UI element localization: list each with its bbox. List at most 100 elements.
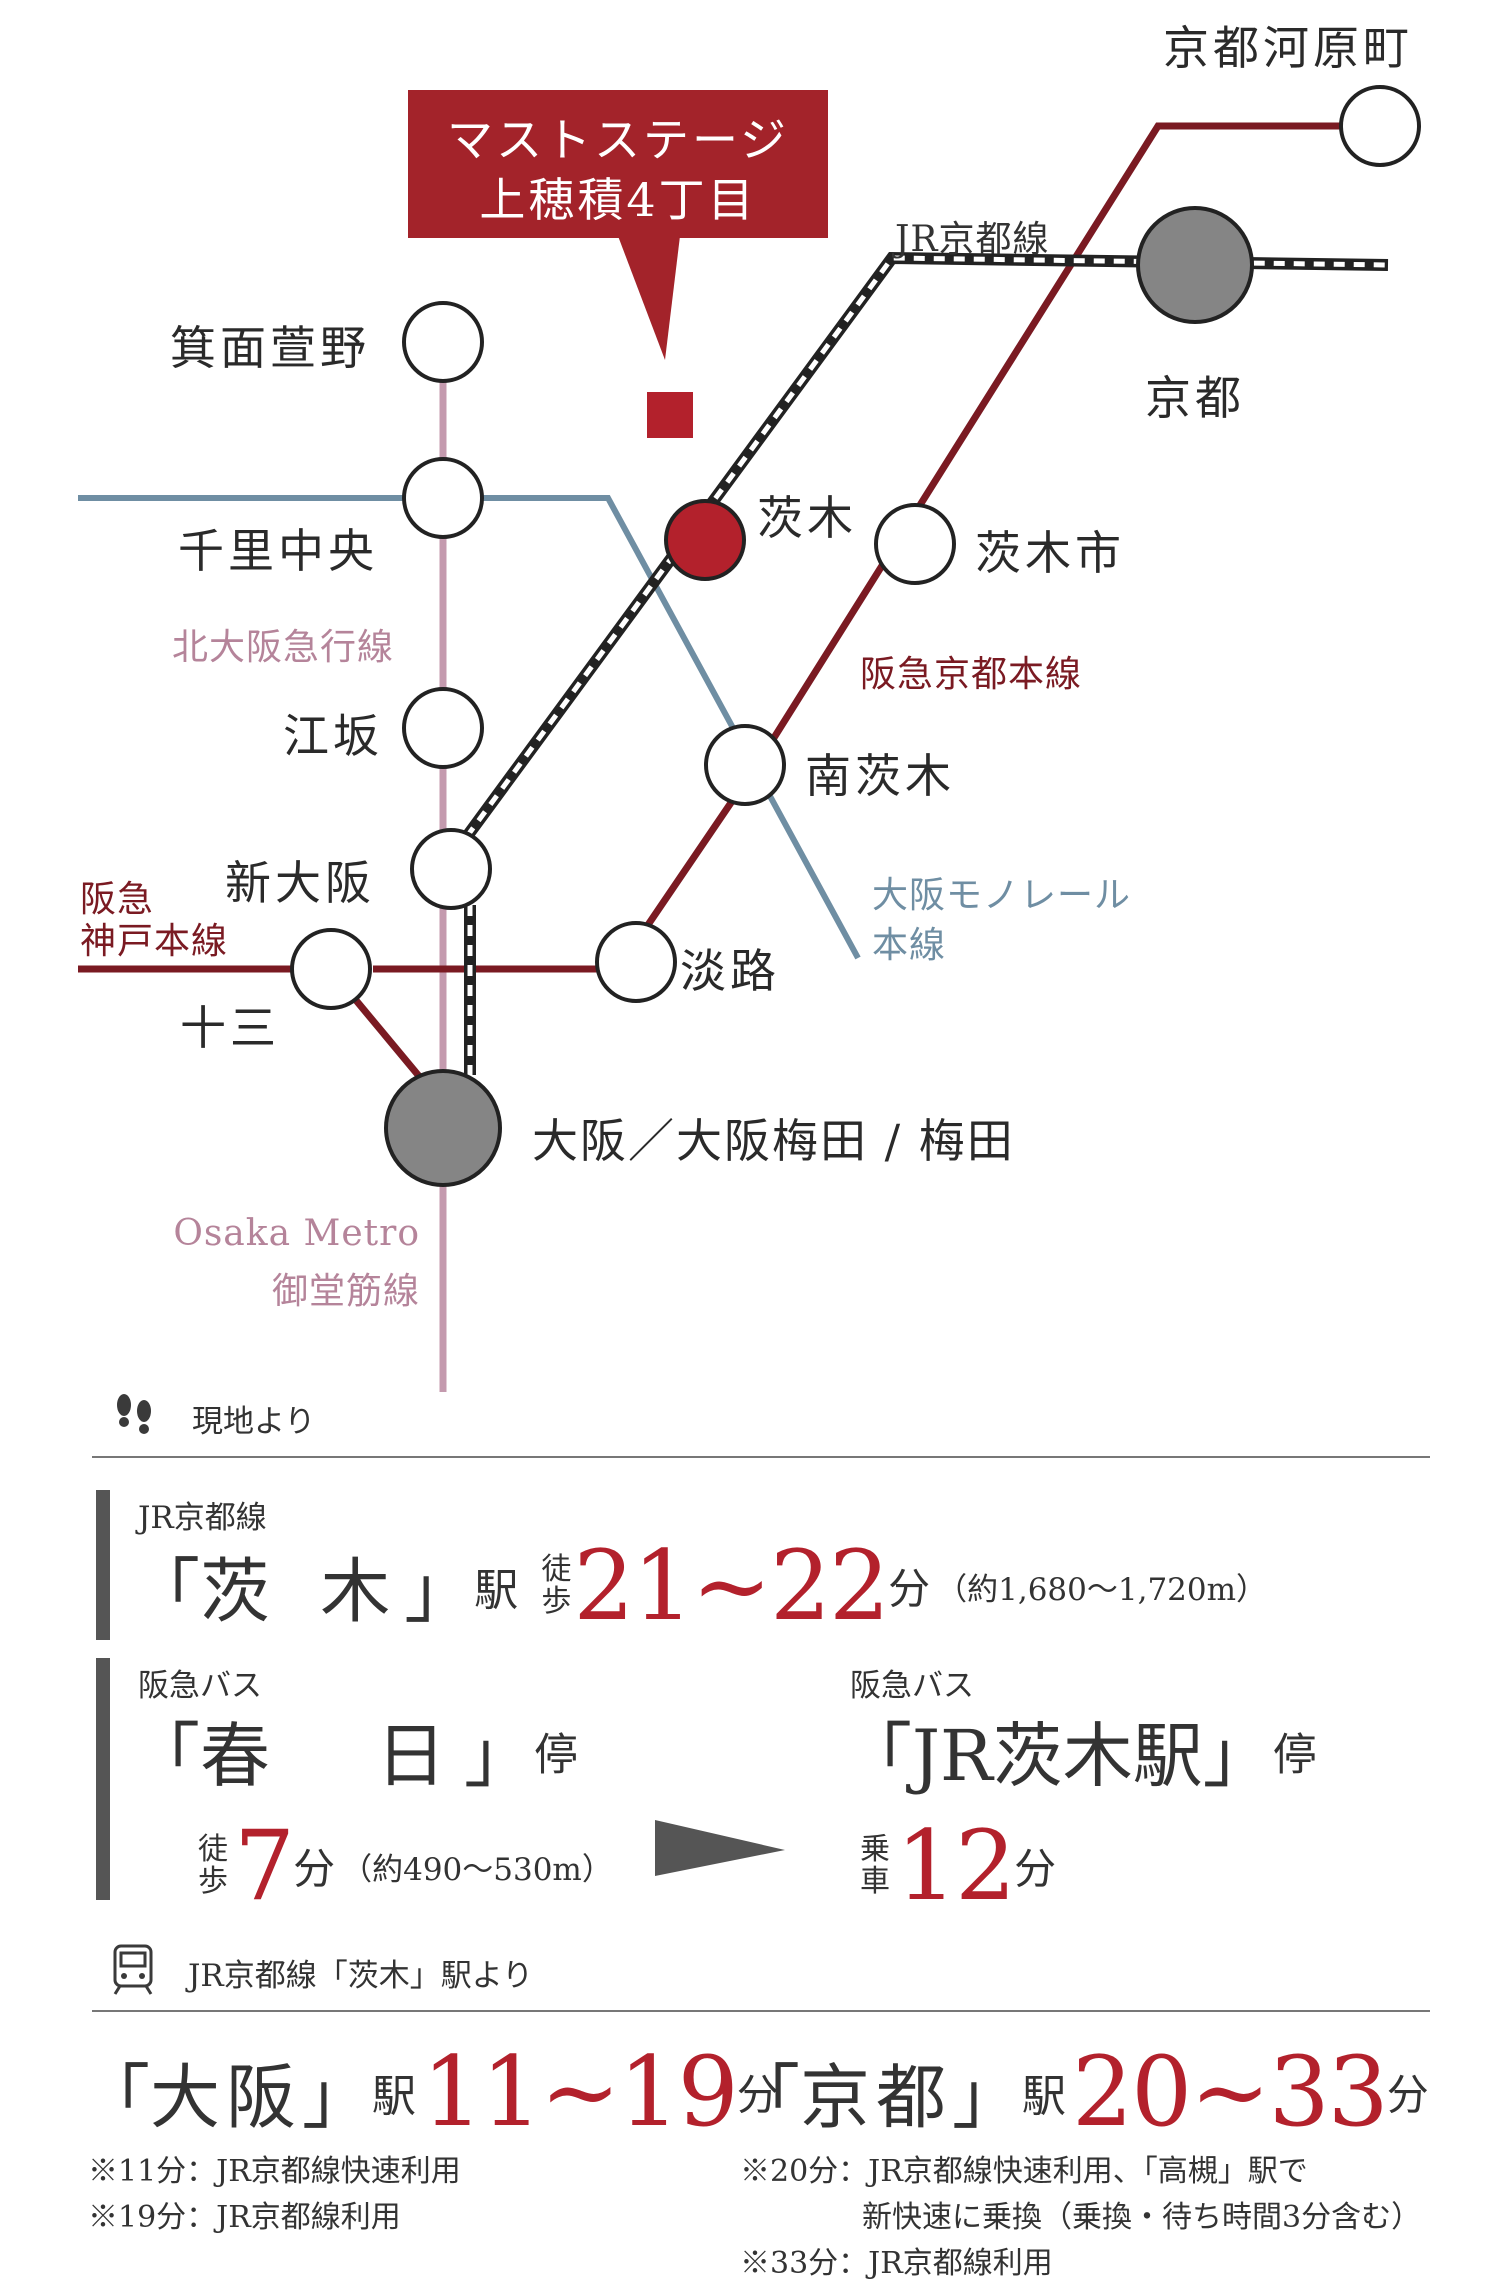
kyoto-bracket-close: 」: [952, 2056, 1022, 2139]
jr-bracket-open: 「: [130, 1550, 200, 1633]
bus-stop-row: 「春 日」停: [130, 1700, 578, 1810]
jr-walk-distance: （約1,680～1,720m）: [936, 1571, 1268, 1608]
jr-line-name: JR京都線: [138, 1500, 267, 1536]
jr-walk-time: 21~22: [573, 1530, 890, 1642]
line-label-hankyu-kyoto: 阪急京都本線: [860, 654, 1083, 695]
property-callout-box: [408, 90, 828, 238]
jr-block-bar: [96, 1490, 110, 1640]
bus-dest-stop: JR茨木駅: [912, 1715, 1203, 1797]
station-esaka[interactable]: [402, 687, 484, 769]
bus-dest-row: 「JR茨木駅」停: [842, 1700, 1317, 1810]
bus-walk-time: 7: [234, 1810, 295, 1922]
line-label-hankyu-kobe-1: 阪急: [80, 879, 155, 920]
property-callout-pointer: [618, 236, 680, 360]
line-label-monorail-2: 本線: [872, 925, 947, 966]
station-label-senri-chuo: 千里中央: [178, 524, 378, 578]
osaka-time: 11~19: [422, 2036, 739, 2148]
jr-walk-unit: 分: [888, 1564, 931, 1614]
kyoto-note-3: ※33分：JR京都線利用: [740, 2246, 1053, 2281]
train-icon: [113, 1944, 153, 1995]
bus-ride-2: 車: [860, 1864, 890, 1899]
bus-company: 阪急バス: [138, 1668, 262, 1704]
bus-dest-bracket-close: 」: [1202, 1715, 1273, 1797]
bus-dest-bracket-open: 「: [842, 1715, 912, 1797]
station-label-juso: 十三: [180, 1001, 280, 1055]
bus-walk-distance: （約490～530m）: [341, 1851, 613, 1888]
station-label-awaji: 淡路: [680, 944, 780, 998]
line-label-metro-2: 御堂筋線: [271, 1271, 420, 1312]
station-awaji[interactable]: [595, 921, 677, 1003]
line-label-metro-1: Osaka Metro: [173, 1213, 420, 1254]
bus-ride-unit: 分: [1014, 1844, 1057, 1894]
property-name-line2: 上穂積4丁目: [479, 173, 757, 227]
kyoto-time-row: 「京都」駅20~33分: [730, 2036, 1429, 2148]
bus-walk-unit: 分: [293, 1844, 336, 1894]
line-label-hankyu-kobe-2: 神戸本線: [80, 921, 229, 962]
kyoto-name: 京都: [800, 2056, 952, 2139]
jr-walk-stack: 徒歩: [539, 1554, 573, 1618]
station-label-kyoto-kawaramachi: 京都河原町: [1163, 21, 1413, 75]
osaka-time-row: 「大阪」駅11~19分: [80, 2036, 779, 2148]
station-juso[interactable]: [290, 928, 372, 1010]
property-name-line1: マストステージ: [446, 113, 790, 167]
kyoto-bracket-open: 「: [730, 2056, 800, 2139]
osaka-bracket-open: 「: [80, 2056, 150, 2139]
kyoto-unit: 分: [1386, 2070, 1429, 2120]
osaka-bracket-close: 」: [302, 2056, 372, 2139]
jr-walk-1: 徒: [541, 1552, 572, 1587]
station-kyoto[interactable]: [1136, 206, 1254, 324]
osaka-name: 大阪: [150, 2056, 302, 2139]
route-map: [78, 85, 1421, 1392]
station-minoh-kayano[interactable]: [402, 301, 484, 383]
kyoto-note-2: 新快速に乗換（乗換・待ち時間3分含む）: [862, 2200, 1422, 2235]
jr-station-row: 「茨 木」駅 徒歩21~22分（約1,680～1,720m）: [130, 1530, 1268, 1642]
station-label-esaka: 江坂: [283, 709, 383, 763]
bus-suffix: 停: [534, 1729, 578, 1781]
station-label-shin-osaka: 新大阪: [225, 856, 375, 910]
footprints-icon: [117, 1394, 151, 1434]
station-label-minami-ibaraki: 南茨木: [805, 749, 955, 803]
bus-bracket-open: 「: [130, 1715, 200, 1797]
kyoto-suffix: 駅: [1022, 2071, 1066, 2122]
bus-block-bar: [96, 1658, 110, 1900]
line-label-monorail-1: 大阪モノレール: [872, 875, 1132, 916]
jr-suffix: 駅: [474, 1565, 519, 1616]
kyoto-time: 20~33: [1072, 2036, 1389, 2148]
jr-bracket-close: 」: [404, 1550, 475, 1633]
bus-walk-stack: 徒歩: [196, 1834, 230, 1898]
kyoto-note-1: ※20分：JR京都線快速利用、「高槻」駅で: [740, 2154, 1308, 2189]
bus-ride-stack: 乗車: [858, 1834, 892, 1898]
osaka-note-1: ※11分：JR京都線快速利用: [88, 2154, 461, 2189]
bus-ride-1: 乗: [860, 1832, 890, 1867]
monorail-line: [78, 495, 861, 960]
divider-from-site: [92, 1456, 1430, 1458]
jr-walk-2: 歩: [541, 1584, 572, 1619]
bus-walk-1: 徒: [198, 1832, 228, 1867]
station-osaka[interactable]: [384, 1069, 502, 1187]
station-minami-ibaraki[interactable]: [704, 724, 786, 806]
station-label-kyoto: 京都: [1145, 371, 1245, 425]
bus-ride-row: 乗車12分: [858, 1810, 1057, 1922]
osaka-suffix: 駅: [372, 2071, 416, 2122]
station-kyoto-kawaramachi[interactable]: [1339, 85, 1421, 167]
line-label-jr-kyoto: JR京都線: [895, 219, 1050, 260]
station-shin-osaka[interactable]: [410, 828, 492, 910]
from-station-label: JR京都線「茨木」駅より: [188, 1958, 534, 1994]
bus-ride-time: 12: [896, 1810, 1016, 1922]
line-label-kita-osaka: 北大阪急行線: [172, 627, 395, 668]
osaka-unit: 分: [736, 2070, 779, 2120]
bus-dest-company: 阪急バス: [850, 1668, 974, 1704]
station-ibaraki-shi[interactable]: [874, 503, 956, 585]
osaka-note-2: ※19分：JR京都線利用: [88, 2200, 401, 2235]
bus-walk-2: 歩: [198, 1864, 228, 1899]
bus-bracket-close: 」: [464, 1715, 534, 1797]
station-senri-chuo[interactable]: [402, 457, 484, 539]
divider-from-station: [92, 2010, 1430, 2012]
site-marker: [647, 392, 693, 438]
station-label-ibaraki: 茨木: [757, 491, 857, 545]
from-site-label: 現地より: [192, 1404, 316, 1440]
station-label-ibaraki-shi: 茨木市: [975, 526, 1125, 580]
jr-station-name: 茨 木: [200, 1550, 405, 1633]
station-label-osaka: 大阪／大阪梅田 / 梅田: [532, 1114, 1015, 1168]
station-ibaraki[interactable]: [664, 499, 746, 581]
